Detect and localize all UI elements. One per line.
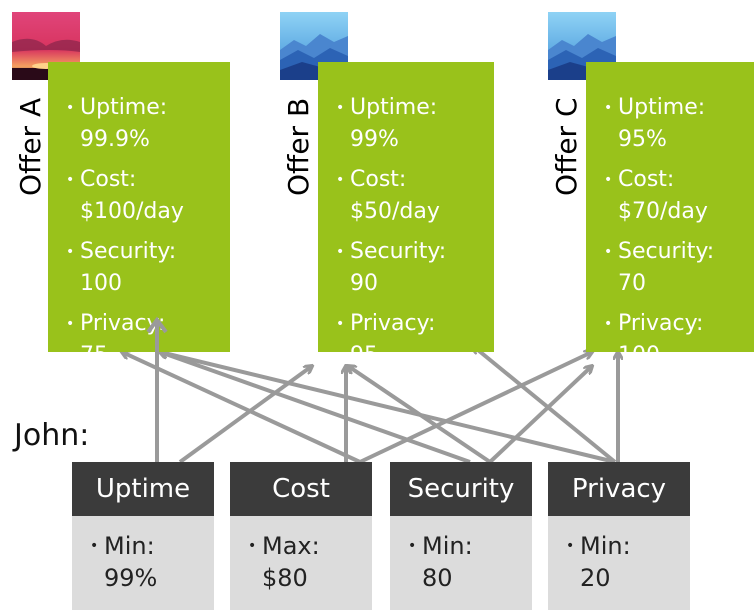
bullet-icon: • [336, 100, 345, 116]
offer-a-cost: • Cost: $100/day [66, 164, 222, 228]
bullet-icon: • [566, 538, 575, 554]
bullet-icon: • [66, 244, 75, 260]
offer-b-mountains-thumbnail [280, 12, 348, 80]
offer-b-security: • Security: 90 [336, 236, 486, 300]
bullet-icon: • [66, 316, 75, 332]
bullet-icon: • [66, 172, 75, 188]
arrow-security-to-c [488, 366, 592, 464]
user-label: John: [14, 418, 90, 453]
arrow-cost-to-c [359, 352, 592, 464]
offer-a-privacy: • Privacy: 75 [66, 308, 222, 372]
bullet-icon: • [604, 100, 613, 116]
bullet-icon: • [66, 100, 75, 116]
offer-b-box: • Uptime: 99% • Cost: $50/day • Security… [318, 62, 494, 368]
arrow-privacy-to-b [473, 346, 617, 464]
req-uptime-kind: Min: [104, 532, 155, 560]
offer-a-uptime: • Uptime: 99.9% [66, 92, 222, 156]
offer-b-privacy: • Privacy: 95 [336, 308, 486, 372]
offer-a-box: • Uptime: 99.9% • Cost: $100/day • Secur… [48, 62, 230, 368]
offer-b-uptime: • Uptime: 99% [336, 92, 486, 156]
req-privacy-value: 20 [580, 564, 611, 592]
req-uptime-header: Uptime [72, 462, 214, 516]
req-cost-kind: Max: [262, 532, 320, 560]
offer-c-uptime: • Uptime: 95% [604, 92, 746, 156]
bullet-icon: • [604, 172, 613, 188]
arrow-cost-to-a [122, 352, 361, 464]
offer-c-cost: • Cost: $70/day [604, 164, 746, 228]
bullet-icon: • [336, 244, 345, 260]
bullet-icon: • [248, 538, 257, 554]
req-security-body: • Min: 80 [390, 516, 532, 610]
req-privacy-body: • Min: 20 [548, 516, 690, 610]
req-privacy-header: Privacy [548, 462, 690, 516]
arrow-security-to-a [160, 352, 471, 464]
bullet-icon: • [604, 244, 613, 260]
bullet-icon: • [336, 316, 345, 332]
bullet-icon: • [90, 538, 99, 554]
offer-a-security: • Security: 100 [66, 236, 222, 300]
req-cost-header: Cost [230, 462, 372, 516]
req-security-header: Security [390, 462, 532, 516]
bullet-icon: • [336, 172, 345, 188]
offer-c-box: • Uptime: 95% • Cost: $70/day • Security… [586, 62, 754, 368]
offer-c-security: • Security: 70 [604, 236, 746, 300]
bullet-icon: • [408, 538, 417, 554]
bullet-icon: • [604, 316, 613, 332]
req-security-value: 80 [422, 564, 453, 592]
arrow-privacy-to-a [160, 352, 616, 464]
req-privacy-kind: Min: [580, 532, 631, 560]
req-cost-body: • Max: $80 [230, 516, 372, 610]
req-uptime-body: • Min: 99% [72, 516, 214, 610]
req-security-kind: Min: [422, 532, 473, 560]
offer-c-privacy: • Privacy: 100 [604, 308, 746, 372]
req-cost-value: $80 [262, 564, 308, 592]
req-uptime-value: 99% [104, 564, 158, 592]
offer-b-cost: • Cost: $50/day [336, 164, 486, 228]
